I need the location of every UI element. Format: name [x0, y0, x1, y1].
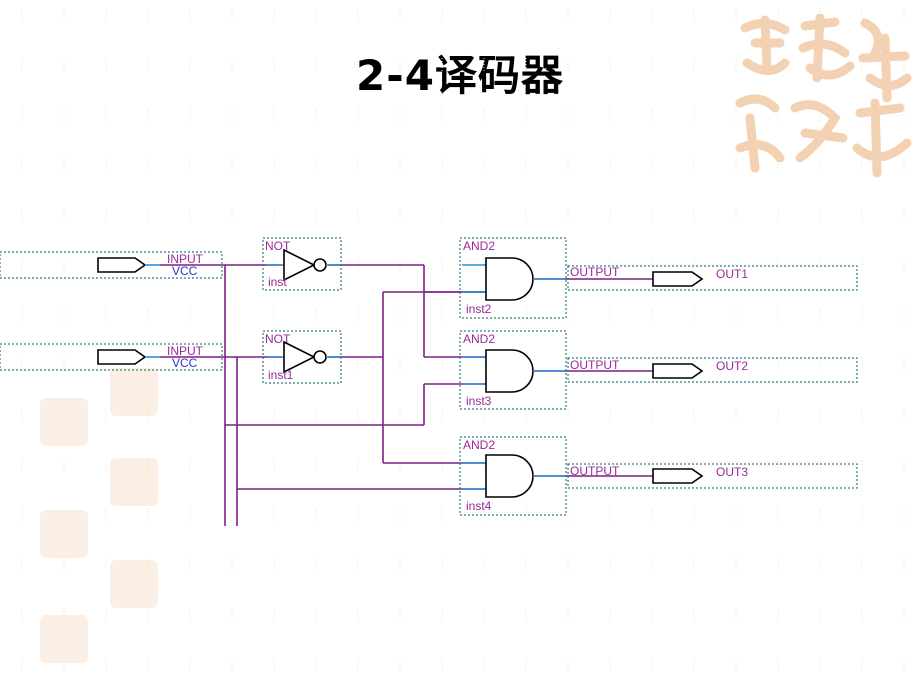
output-pin-3[interactable]: OUTPUT OUT3 [567, 463, 858, 489]
output-pin-type-label: OUTPUT [570, 464, 620, 478]
and-gate-3[interactable]: AND2 inst4 [459, 436, 567, 516]
input-pin-type-label: INPUT [167, 344, 204, 358]
and-gate-box [459, 330, 567, 410]
watermark-calligraphy-icon [735, 13, 912, 178]
output-pin-symbol-icon [652, 468, 704, 484]
inversion-bubble-icon [313, 258, 327, 272]
inversion-bubble-icon [313, 350, 327, 364]
and-gate-box [459, 237, 567, 319]
watermark-seal [110, 458, 158, 506]
input-pin-1[interactable]: INPUT VCC [0, 251, 223, 279]
output-pin-type-label: OUTPUT [570, 265, 620, 279]
and-gate-1[interactable]: AND2 inst2 [459, 237, 567, 319]
input-pin-type-label: INPUT [167, 252, 204, 266]
and-gate-type-label: AND2 [463, 332, 495, 346]
output-pin-box [567, 463, 858, 489]
watermark-seal [40, 615, 88, 663]
and-gate-instance-label: inst4 [466, 499, 492, 513]
and-gate-2[interactable]: AND2 inst3 [459, 330, 567, 410]
not-gate-box [262, 237, 342, 291]
input-pin-2[interactable]: INPUT VCC [0, 343, 223, 371]
input-pin-symbol-icon [97, 349, 147, 365]
page-title: 2-4译码器 [356, 51, 564, 100]
output-pin-name-label: OUT3 [716, 465, 748, 479]
dotted-grid [21, 8, 905, 672]
and-gate-instance-label: inst3 [466, 394, 492, 408]
input-pin-value-label: VCC [172, 264, 198, 278]
not-gate-box [262, 330, 342, 384]
watermark-seal [110, 560, 158, 608]
output-pin-box [567, 265, 858, 291]
output-pin-2[interactable]: OUTPUT OUT2 [567, 357, 858, 383]
and-gate-symbol-icon [485, 349, 534, 393]
not-gate-2[interactable]: NOT inst1 [262, 330, 342, 384]
not-gate-symbol-icon [283, 340, 316, 374]
watermark-seal [110, 368, 158, 416]
output-pin-symbol-icon [652, 363, 704, 379]
and-gate-instance-label: inst2 [466, 302, 492, 316]
watermark-seal-large [725, 8, 915, 188]
wires [160, 264, 653, 526]
not-gate-instance-label: inst1 [268, 368, 294, 382]
and-gate-symbol-icon [485, 454, 534, 498]
input-pin-symbol-icon [97, 257, 147, 273]
and-gate-type-label: AND2 [463, 239, 495, 253]
output-pin-symbol-icon [652, 271, 704, 287]
output-pin-name-label: OUT1 [716, 267, 748, 281]
output-pin-type-label: OUTPUT [570, 358, 620, 372]
not-gate-instance-label: inst [268, 275, 287, 289]
and-gate-type-label: AND2 [463, 438, 495, 452]
watermark-seal [40, 398, 88, 446]
input-pin-value-label: VCC [172, 356, 198, 370]
and-gate-box [459, 436, 567, 516]
not-gate-symbol-icon [283, 248, 316, 282]
output-pin-1[interactable]: OUTPUT OUT1 [567, 265, 858, 291]
not-gate-1[interactable]: NOT inst [262, 237, 342, 291]
output-pin-name-label: OUT2 [716, 359, 748, 373]
output-pin-box [567, 357, 858, 383]
and-gate-symbol-icon [485, 257, 534, 301]
